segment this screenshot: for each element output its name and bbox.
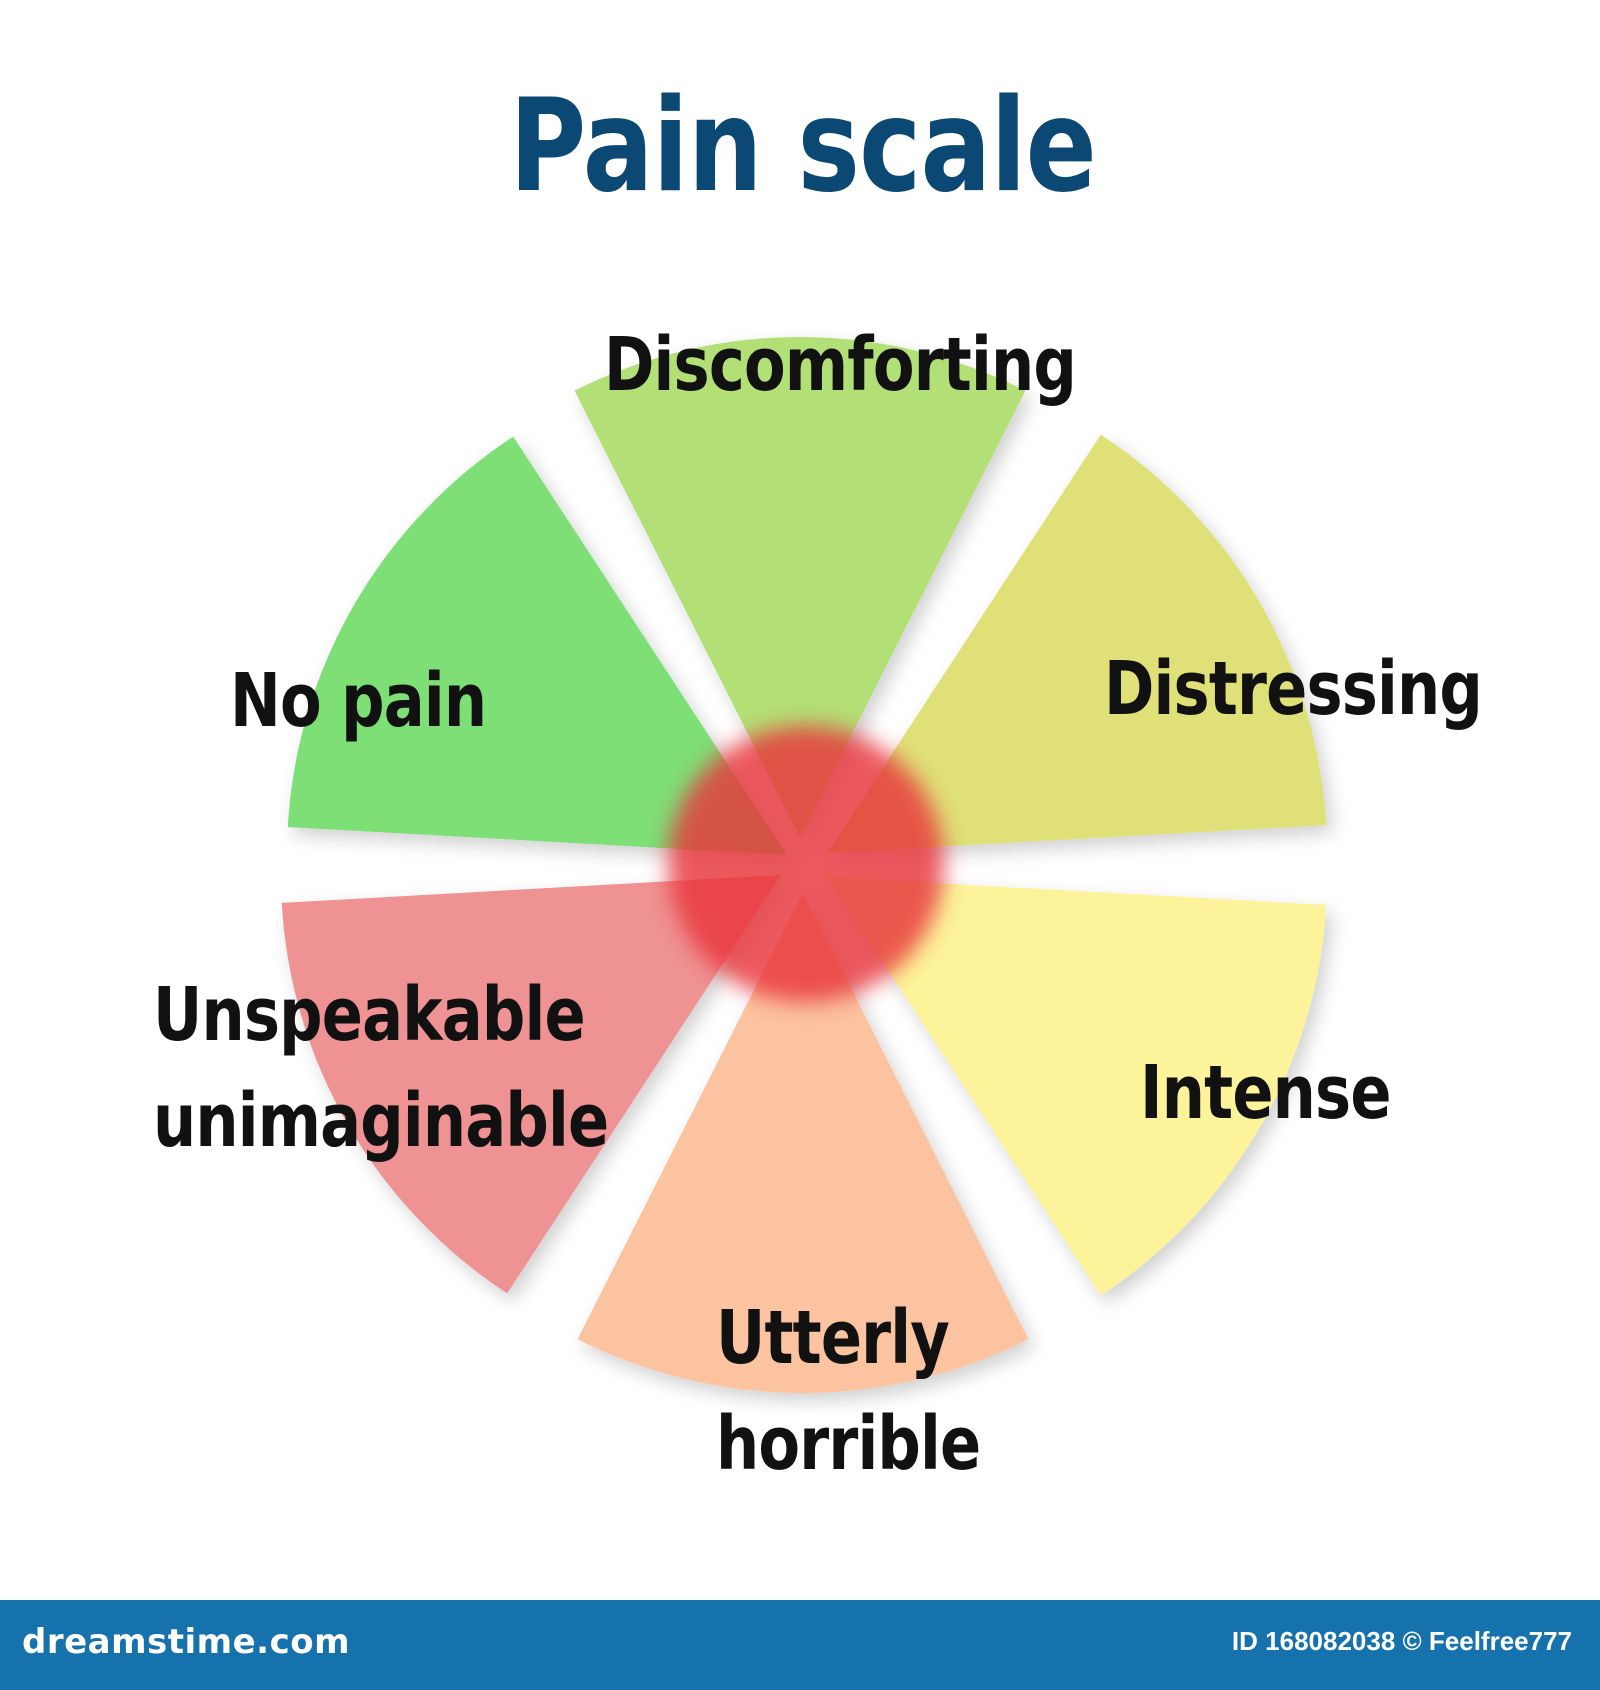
segment-label-line: Utterly [716, 1295, 950, 1381]
segment-label-line: Unspeakable [153, 972, 586, 1058]
segment-label-line: No pain [230, 658, 487, 744]
footer-image-id: ID 168082038 © Feelfree777 [1231, 1626, 1572, 1656]
segment-label-line: Discomforting [604, 322, 1077, 408]
wheel-segment [827, 434, 1327, 853]
segment-label: Unspeakable unimaginable [153, 962, 609, 1174]
segment-label: Utterly horrible [716, 1285, 981, 1497]
segment-label: Intense [1140, 1040, 1391, 1146]
segment-label: No pain [230, 648, 487, 754]
segment-label-line: Distressing [1104, 646, 1483, 732]
wheel-segments [281, 337, 1327, 1393]
wheel-segment [827, 877, 1327, 1296]
segment-label-line: Intense [1140, 1050, 1391, 1136]
segment-label-line: unimaginable [153, 1078, 609, 1164]
pain-center-spot [668, 726, 944, 1002]
footer-brand[interactable]: dreamstime.com [22, 1622, 351, 1662]
segment-label-line: horrible [716, 1401, 981, 1487]
segment-label: Discomforting [604, 312, 1077, 418]
wheel-segment [577, 893, 1029, 1393]
segment-label: Distressing [1104, 636, 1483, 742]
page-title: Pain scale [509, 72, 1097, 221]
wheel-segment [281, 875, 781, 1294]
wheel-segment [574, 337, 1026, 837]
footer-bar: dreamstime.com ID 168082038 © Feelfree77… [0, 1600, 1600, 1690]
wheel-segment [287, 436, 787, 855]
